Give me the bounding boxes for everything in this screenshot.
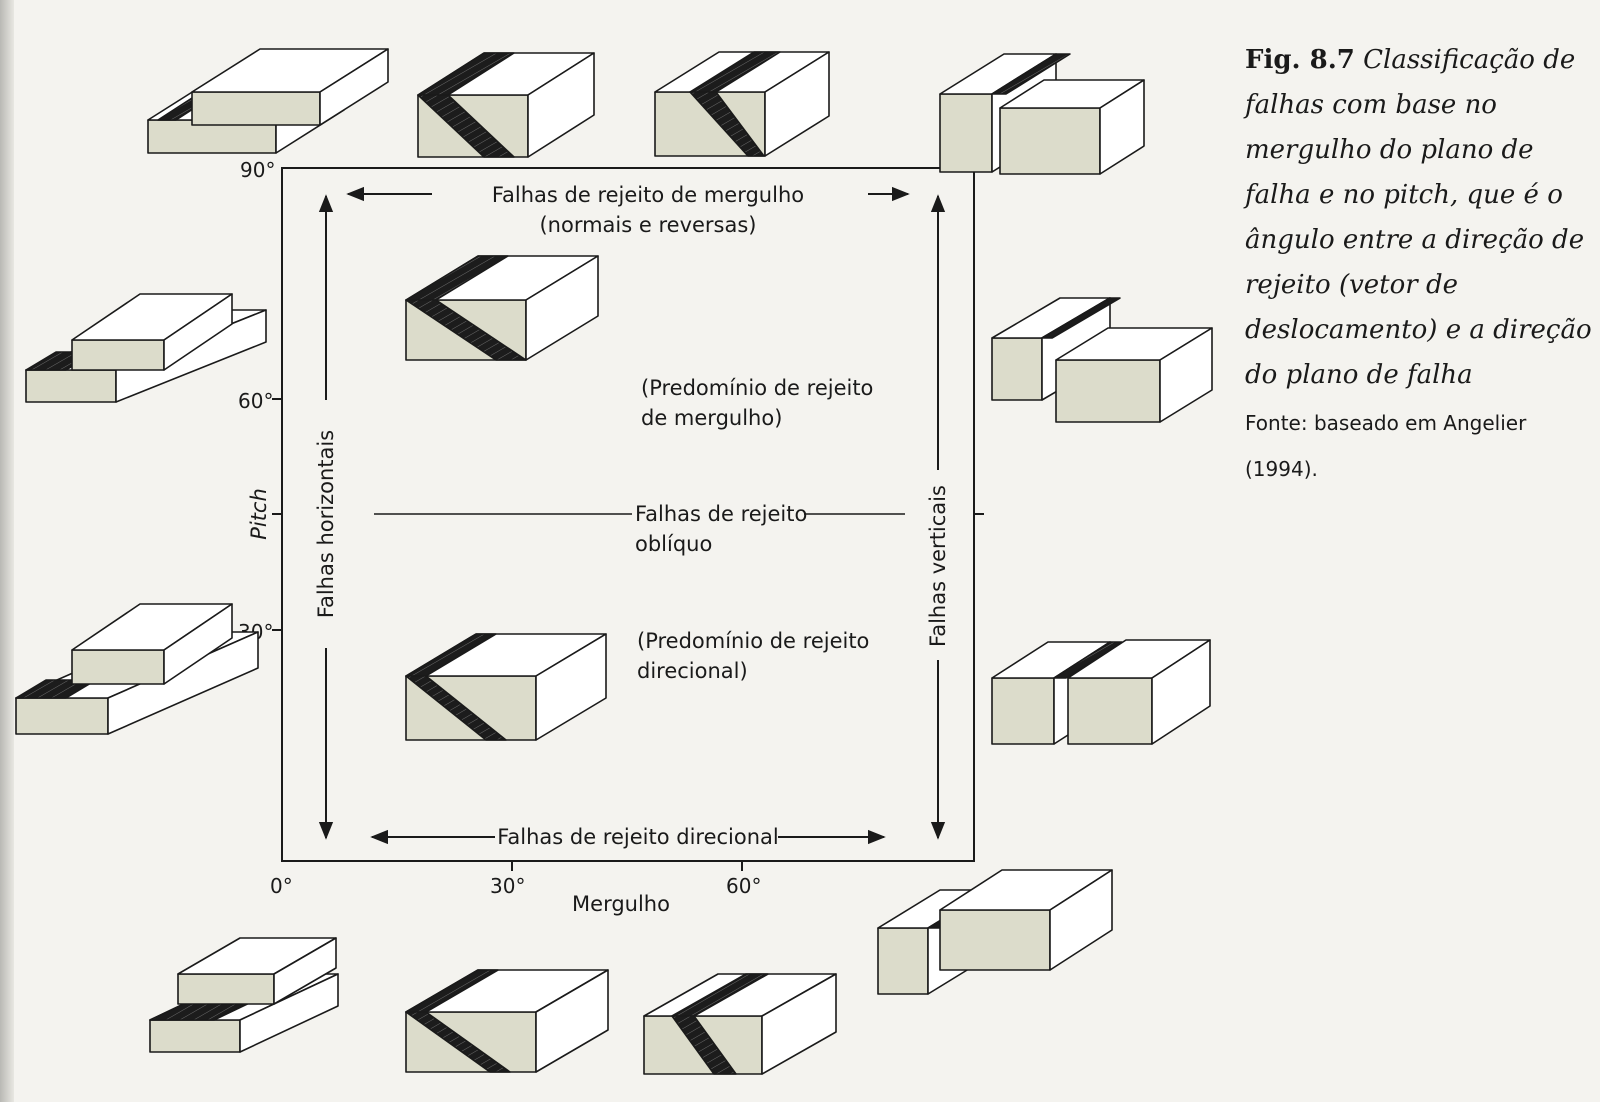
block-bottom-1-upper-side xyxy=(273,937,337,1005)
block-right-2-right-front xyxy=(1067,677,1153,745)
block-bottom-1-upper-front xyxy=(177,973,275,1005)
block-top-1-upper-side xyxy=(319,48,389,126)
block-right-1-right-front xyxy=(1055,359,1161,423)
block-left-1-lower-front xyxy=(25,369,117,403)
block-top-4-right-side xyxy=(1099,79,1145,175)
block-left-2-lower-front xyxy=(15,697,109,735)
fault-plane-top-4 xyxy=(991,53,1071,95)
y-tick-60: 60° xyxy=(238,389,273,413)
bottom-label: Falhas de rejeito direcional xyxy=(497,825,779,849)
fault-plane-bottom-3-face xyxy=(671,1015,737,1075)
block-right-1-right-side xyxy=(1159,327,1213,423)
block-left-2-upper-side xyxy=(163,603,233,685)
figure-caption: Fig. 8.7 Classificação de falhas com bas… xyxy=(1245,38,1595,492)
block-bottom-2-side xyxy=(535,969,609,1073)
block-top-2-side xyxy=(527,52,595,158)
strike-dominant-line2: direcional) xyxy=(637,659,748,683)
block-left-2-upper-front xyxy=(71,649,165,685)
fault-plane-center-1-face xyxy=(405,299,527,361)
figure-source: Fonte: baseado em Angelier (1994). xyxy=(1245,411,1527,481)
tick-marks xyxy=(272,398,984,871)
figure-number: Fig. 8.7 xyxy=(1245,45,1355,75)
right-label: Falhas verticais xyxy=(926,485,950,647)
x-tick-30: 30° xyxy=(490,874,525,898)
block-top-4-right-front xyxy=(999,107,1101,175)
pitch-label: Pitch xyxy=(247,488,271,540)
oblique-label-line1: Falhas de rejeito xyxy=(635,502,807,526)
x-tick-60: 60° xyxy=(726,874,761,898)
fault-plane-bottom-2-face xyxy=(405,1011,511,1073)
top-label-line2: (normais e reversas) xyxy=(539,213,756,237)
dip-dominant-line2: de mergulho) xyxy=(641,406,782,430)
block-left-1-upper-side xyxy=(163,293,233,371)
figure-caption-text: Classificação de falhas com base no merg… xyxy=(1245,45,1592,390)
block-bottom-1-lower-front xyxy=(149,1019,241,1053)
fault-plane-top-3-face xyxy=(689,91,765,157)
oblique-label-line2: oblíquo xyxy=(635,532,712,556)
block-top-1-upper-front xyxy=(191,91,321,126)
block-bottom-1-lower-side xyxy=(239,973,339,1053)
strike-dominant-line1: (Predomínio de rejeito xyxy=(637,629,869,653)
dip-dominant-line1: (Predomínio de rejeito xyxy=(641,376,873,400)
fault-plane-center-2-face xyxy=(405,675,507,741)
block-right-2-right-side xyxy=(1151,639,1211,745)
block-top-3-side xyxy=(764,51,830,157)
block-right-2-left-front xyxy=(991,677,1055,745)
block-bottom-4-left-front xyxy=(877,927,929,995)
block-center-1-side xyxy=(525,255,599,361)
mergulho-label: Mergulho xyxy=(572,892,670,916)
block-bottom-3-side xyxy=(761,973,837,1075)
block-top-4-left-front xyxy=(939,93,993,173)
block-bottom-4-right-front xyxy=(939,909,1051,971)
block-bottom-4-right-side xyxy=(1049,869,1113,971)
x-tick-0: 0° xyxy=(270,874,293,898)
top-label-line1: Falhas de rejeito de mergulho xyxy=(492,183,804,207)
fault-block-illustrations xyxy=(15,48,1213,1075)
block-left-1-upper-front xyxy=(71,339,165,371)
y-tick-90: 90° xyxy=(240,158,275,182)
block-center-2-side xyxy=(535,633,607,741)
fault-plane-top-2-face xyxy=(417,94,515,158)
fault-plane-right-1 xyxy=(1041,297,1121,339)
page-edge xyxy=(0,0,14,1102)
block-right-1-left-front xyxy=(991,337,1043,401)
left-label: Falhas horizontais xyxy=(314,430,338,618)
